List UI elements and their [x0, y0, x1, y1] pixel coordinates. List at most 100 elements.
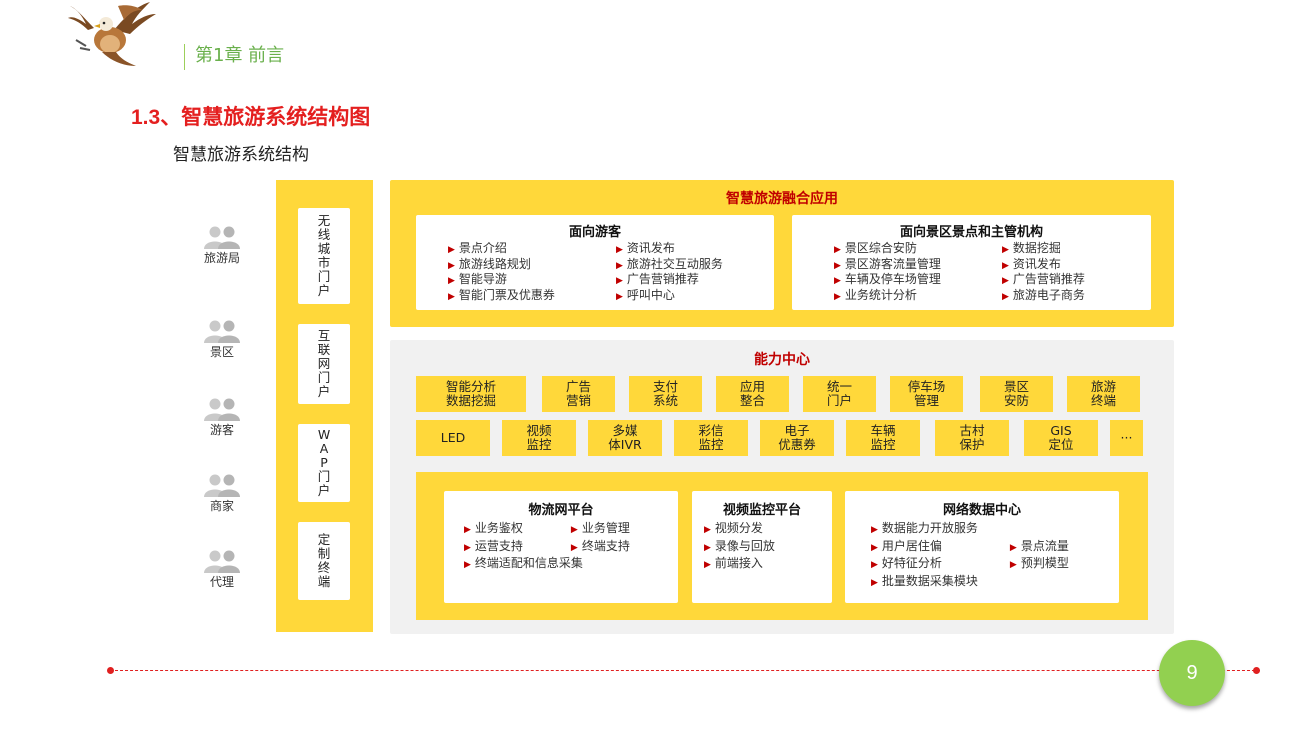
capability-center-title: 能力中心 [754, 352, 810, 368]
diagram-title: 智慧旅游系统结构 [173, 145, 309, 165]
capability-tile: 车辆 监控 [846, 420, 920, 456]
capability-tile: 古村 保护 [935, 420, 1009, 456]
list-item: ▶景点介绍 [448, 241, 507, 255]
list-item: ▶资讯发布 [1002, 256, 1061, 271]
iot-platform-title: 物流网平台 [528, 503, 594, 518]
list-item: ▶广告营销推荐 [1002, 272, 1085, 287]
list-item: ▶业务统计分析 [834, 288, 917, 303]
data-center-title: 网络数据中心 [942, 503, 1021, 518]
users-icon [204, 398, 240, 421]
eagle-logo [68, 2, 156, 66]
capability-tile: 智能分析 数据挖掘 [416, 376, 526, 412]
triangle-right-icon: ▶ [616, 245, 623, 255]
triangle-right-icon: ▶ [1009, 542, 1017, 553]
triangle-right-icon: ▶ [871, 560, 878, 570]
list-item: ▶旅游电子商务 [1002, 288, 1085, 303]
portal-custom-terminal: 定制终端 [298, 522, 350, 600]
authority-list-2: ▶数据挖掘 ▶资讯发布 ▶广告营销推荐 ▶旅游电子商务 [1002, 241, 1085, 305]
list-item: ▶景区游客流量管理 [834, 256, 941, 271]
list-item: ▶视频分发 [704, 521, 763, 535]
triangle-right-icon: ▶ [448, 292, 455, 303]
triangle-right-icon: ▶ [1002, 292, 1009, 303]
triangle-right-icon: ▶ [448, 260, 455, 271]
fusion-apps-title: 智慧旅游融合应用 [726, 191, 838, 207]
triangle-right-icon: ▶ [464, 542, 471, 553]
capability-tile: 景区 安防 [980, 376, 1053, 412]
data-center-card: 网络数据中心 ▶数据能力开放服务 ▶用户居住偏▶景点流量 ▶好特征分析▶预判模型… [845, 491, 1119, 603]
footer-divider [110, 670, 1260, 671]
triangle-right-icon: ▶ [834, 245, 841, 255]
triangle-right-icon: ▶ [448, 245, 455, 255]
video-platform-card: 视频监控平台 ▶视频分发 ▶录像与回放 ▶前端接入 [692, 491, 832, 603]
tourist-card: 面向游客 ▶景点介绍 ▶旅游线路规划 ▶智能导游 ▶智能门票及优惠券 ▶资讯发布… [416, 215, 774, 310]
triangle-right-icon: ▶ [1009, 560, 1017, 570]
video-platform-title: 视频监控平台 [722, 503, 801, 518]
capability-tile: 彩信 监控 [674, 420, 748, 456]
triangle-right-icon: ▶ [834, 292, 841, 303]
role-tourism-bureau: 旅游局 [192, 226, 252, 265]
triangle-right-icon: ▶ [464, 560, 471, 570]
role-label: 代理 [209, 575, 234, 589]
chapter-title: 第1章 前言 [195, 45, 285, 66]
tourist-card-title: 面向游客 [568, 225, 621, 240]
list-item: ▶前端接入 [704, 556, 763, 570]
portal-wireless-city: 无线城市门户 [298, 208, 350, 304]
role-label: 旅游局 [203, 251, 240, 265]
capability-tile: 应用 整合 [716, 376, 789, 412]
capability-tile: LED [416, 420, 490, 456]
triangle-right-icon: ▶ [704, 542, 711, 553]
role-scenic-area: 景区 [192, 320, 252, 359]
capability-tile: 旅游 终端 [1067, 376, 1140, 412]
role-label: 商家 [209, 499, 234, 513]
role-tourist: 游客 [192, 398, 252, 437]
page-number: 9 [1159, 640, 1225, 706]
capability-tile: 电子 优惠券 [760, 420, 834, 456]
authority-card: 面向景区景点和主管机构 ▶景区综合安防 ▶景区游客流量管理 ▶车辆及停车场管理 … [792, 215, 1151, 310]
list-item: ▶广告营销推荐 [616, 272, 699, 287]
tourist-list-2: ▶资讯发布 ▶旅游社交互动服务 ▶广告营销推荐 ▶呼叫中心 [616, 241, 723, 305]
users-icon [204, 226, 240, 249]
role-agent: 代理 [192, 550, 252, 589]
triangle-right-icon: ▶ [834, 276, 841, 287]
list-item: ▶智能导游 [448, 272, 507, 287]
authority-list-1: ▶景区综合安防 ▶景区游客流量管理 ▶车辆及停车场管理 ▶业务统计分析 [834, 241, 941, 305]
triangle-right-icon: ▶ [570, 525, 578, 535]
section-title: 1.3、智慧旅游系统结构图 [131, 106, 371, 129]
role-label: 景区 [209, 345, 234, 359]
list-item: ▶智能门票及优惠券 [448, 288, 555, 303]
triangle-right-icon: ▶ [834, 260, 841, 271]
portal-internet: 互联网门户 [298, 324, 350, 404]
list-item: ▶旅游线路规划 [448, 256, 531, 271]
chapter-divider [184, 44, 185, 70]
authority-card-title: 面向景区景点和主管机构 [899, 225, 1043, 240]
capability-tile: 广告 营销 [542, 376, 615, 412]
list-item: ▶景区综合安防 [834, 241, 917, 255]
users-icon [204, 320, 240, 343]
list-item: ▶呼叫中心 [616, 288, 675, 303]
triangle-right-icon: ▶ [871, 577, 878, 588]
triangle-right-icon: ▶ [448, 276, 455, 287]
list-item: ▶资讯发布 [616, 241, 675, 255]
triangle-right-icon: ▶ [704, 525, 711, 535]
capability-tile: 统一 门户 [803, 376, 876, 412]
capability-tile: 视频 监控 [502, 420, 576, 456]
capability-tile: 多媒 体IVR [588, 420, 662, 456]
users-icon [204, 550, 240, 573]
role-label: 游客 [209, 423, 234, 437]
data-center-list: ▶数据能力开放服务 ▶用户居住偏▶景点流量 ▶好特征分析▶预判模型 ▶批量数据采… [871, 521, 1069, 588]
list-item: ▶数据挖掘 [1002, 241, 1061, 255]
portal-wap: WAP门户 [298, 424, 350, 502]
triangle-right-icon: ▶ [616, 260, 623, 271]
list-item: ▶旅游社交互动服务 [616, 256, 723, 271]
triangle-right-icon: ▶ [570, 542, 578, 553]
triangle-right-icon: ▶ [616, 276, 623, 287]
triangle-right-icon: ▶ [616, 292, 623, 303]
triangle-right-icon: ▶ [464, 525, 471, 535]
capability-tile: 停车场 管理 [890, 376, 963, 412]
triangle-right-icon: ▶ [1002, 245, 1009, 255]
iot-platform-card: 物流网平台 ▶业务鉴权▶业务管理 ▶运营支持▶终端支持 ▶终端适配和信息采集 [444, 491, 678, 603]
tourist-list-1: ▶景点介绍 ▶旅游线路规划 ▶智能导游 ▶智能门票及优惠券 [448, 241, 555, 305]
users-icon [204, 474, 240, 497]
triangle-right-icon: ▶ [1002, 276, 1009, 287]
more-tile: ··· [1110, 420, 1143, 456]
